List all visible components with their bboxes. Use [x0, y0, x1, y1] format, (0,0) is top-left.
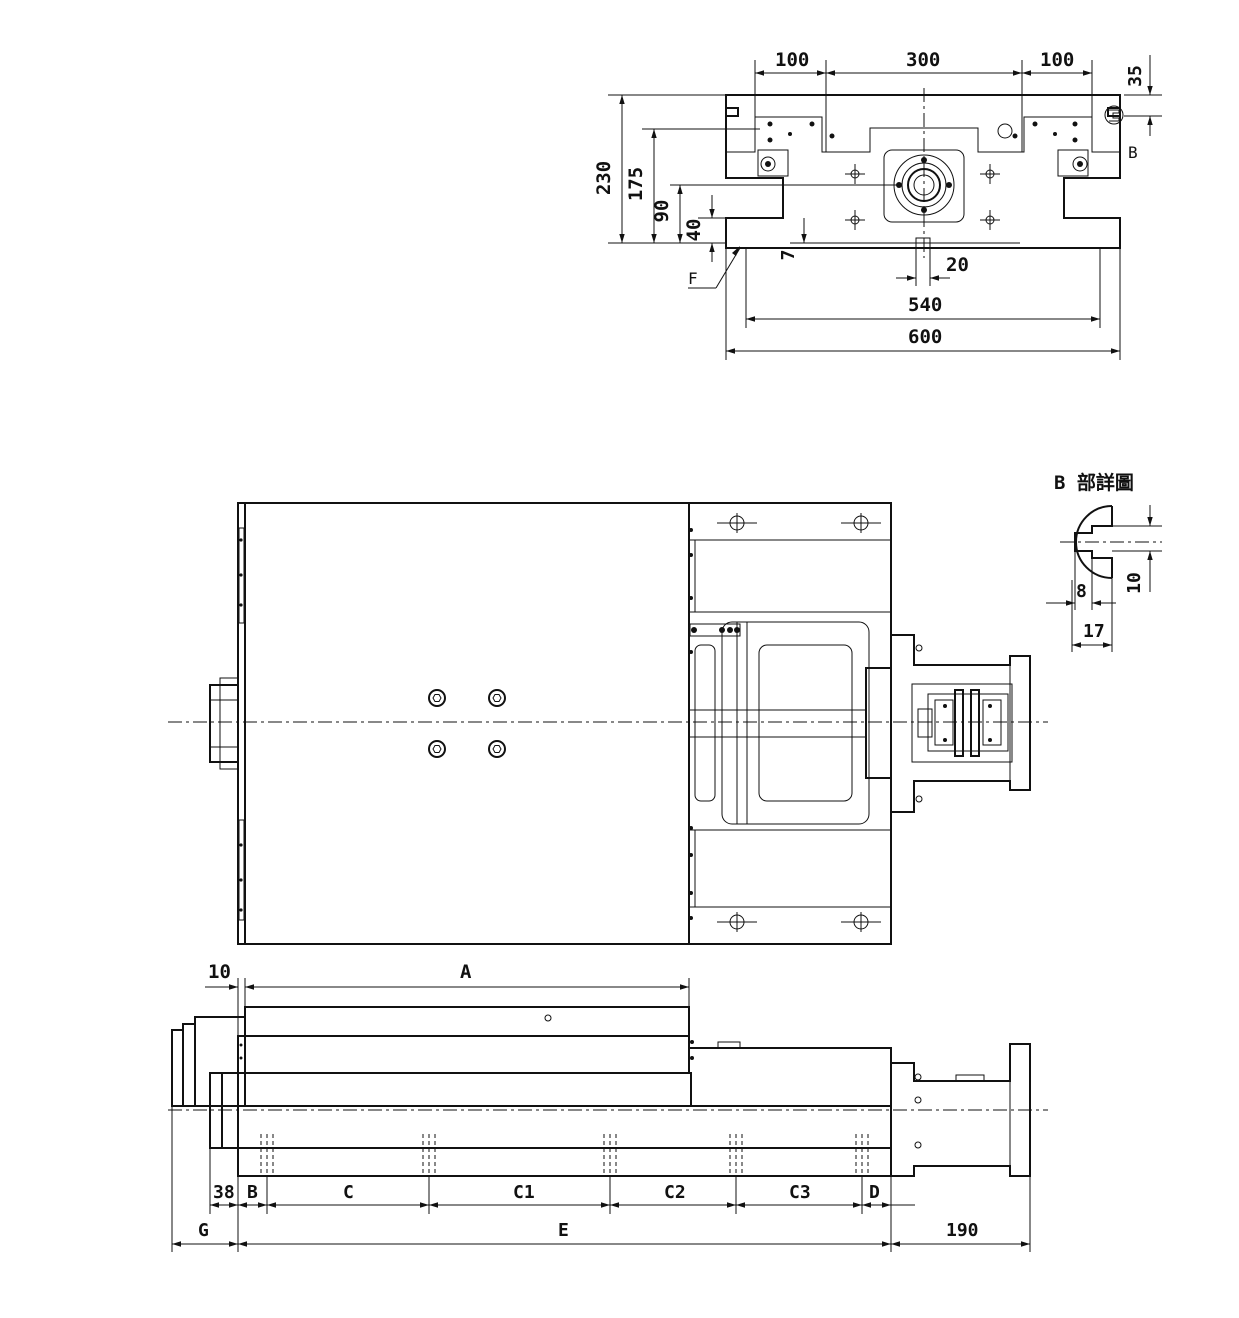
detail-dim-17: 17	[1083, 621, 1105, 642]
surface-f-label: F	[688, 269, 698, 288]
dim-c: C	[343, 1182, 354, 1203]
dim-38: 38	[213, 1182, 235, 1203]
dim-600: 600	[908, 326, 942, 348]
detail-dim-8: 8	[1076, 581, 1087, 602]
dim-100-right: 100	[1040, 49, 1074, 71]
dim-230: 230	[593, 161, 615, 195]
dim-90: 90	[651, 200, 673, 223]
dim-c1: C1	[513, 1182, 535, 1203]
dim-100-left: 100	[775, 49, 809, 71]
dim-300: 300	[906, 49, 940, 71]
dim-b: B	[247, 1182, 258, 1203]
side-view: 10 A 38 B C C1 C2 C3 D G E 190	[168, 961, 1048, 1252]
detail-b: B 部詳圖 10 8 17	[1046, 471, 1162, 652]
detail-b-callout: B	[1128, 143, 1138, 162]
plan-view	[168, 502, 1048, 945]
dim-175: 175	[625, 167, 647, 201]
dim-540: 540	[908, 294, 942, 316]
dim-a: A	[460, 961, 472, 983]
dim-g: G	[198, 1220, 209, 1241]
dim-40: 40	[683, 219, 705, 242]
end-view: B 100 300 100 35 230 175 90 40	[593, 49, 1162, 360]
dim-e: E	[558, 1220, 569, 1241]
dim-20: 20	[946, 254, 969, 276]
dim-10: 10	[208, 961, 231, 983]
detail-b-title: B 部詳圖	[1054, 471, 1134, 494]
dim-d: D	[869, 1182, 880, 1203]
dim-190: 190	[946, 1220, 979, 1241]
dim-c2: C2	[664, 1182, 686, 1203]
dim-35: 35	[1125, 65, 1146, 87]
detail-dim-10: 10	[1124, 572, 1145, 594]
dim-c3: C3	[789, 1182, 811, 1203]
dim-7: 7	[778, 250, 799, 261]
